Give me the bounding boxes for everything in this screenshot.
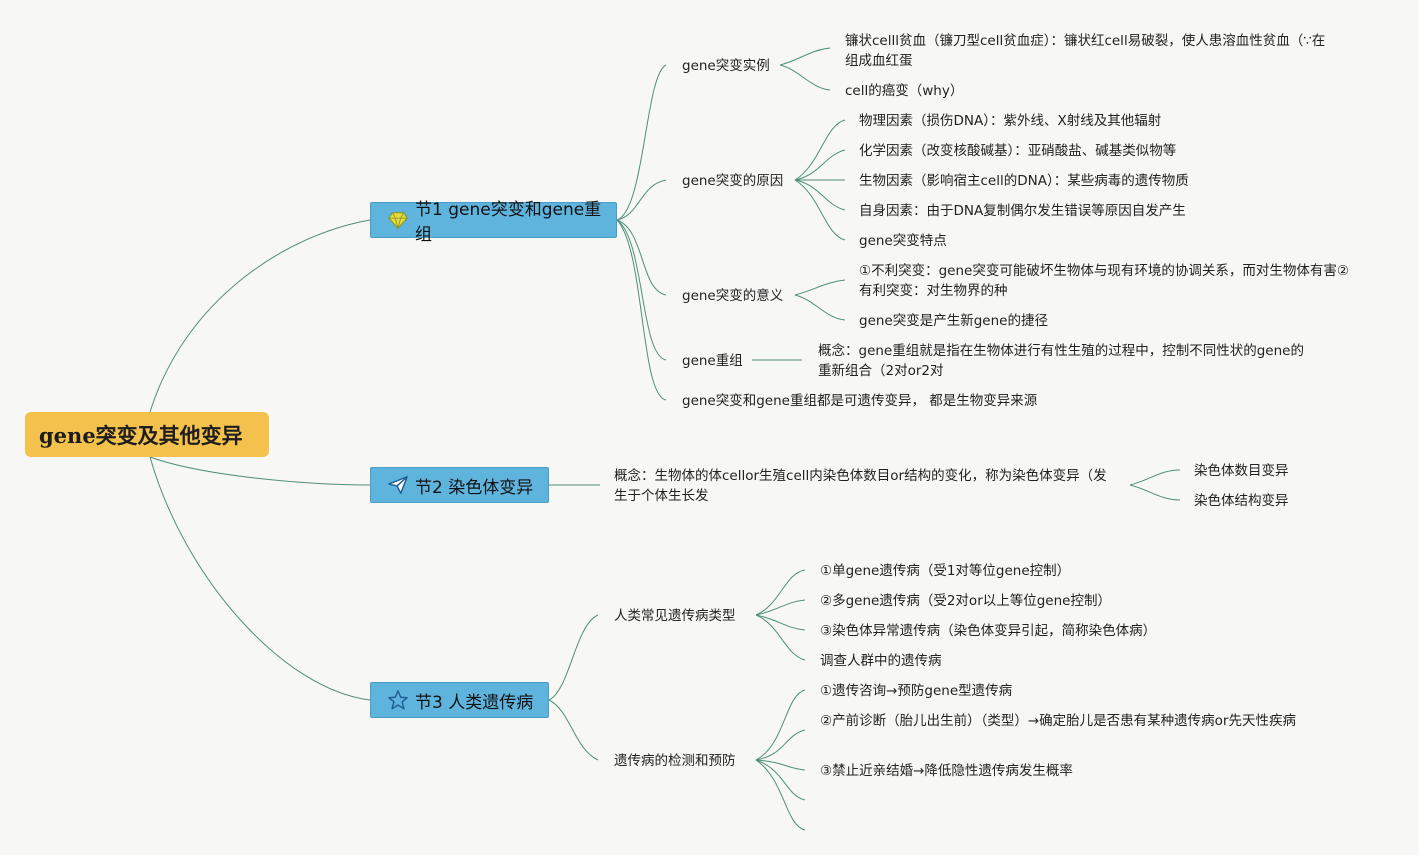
- chromosome-variation-concept[interactable]: 概念：生物体的体cellor生殖cell内染色体数目or结构的变化，称为染色体变…: [614, 468, 1107, 504]
- disease-prevention-topic[interactable]: 遗传病的检测和预防: [614, 753, 736, 769]
- gem-icon: [387, 209, 409, 231]
- root-topic-label: gene突变及其他变异: [39, 422, 243, 448]
- root-topic[interactable]: gene突变及其他变异: [25, 412, 269, 457]
- paper-plane-icon: [387, 474, 409, 496]
- sickle-cell-example[interactable]: 镰状celll贫血（镰刀型cell贫血症）：镰状红cell易破裂，使人患溶血性贫…: [845, 33, 1326, 69]
- new-gene-source[interactable]: gene突变是产生新gene的捷径: [859, 313, 1048, 329]
- consanguineous-marriage-ban[interactable]: ③禁止近亲结婚→降低隐性遗传病发生概率: [820, 763, 1073, 779]
- polygenic-disease[interactable]: ②多gene遗传病（受2对or以上等位gene控制）: [820, 593, 1111, 609]
- star-icon: [387, 689, 409, 711]
- mutation-meaning-topic[interactable]: gene突变的意义: [682, 288, 784, 304]
- cancer-example[interactable]: cell的癌变（why）: [845, 83, 964, 99]
- harmful-beneficial-mutation[interactable]: ①不利突变：gene突变可能破坏生物体与现有环境的协调关系，而对生物体有害②有利…: [859, 263, 1349, 299]
- biological-cause[interactable]: 生物因素（影响宿主cell的DNA）：某些病毒的遗传物质: [859, 173, 1189, 189]
- prenatal-diagnosis[interactable]: ②产前诊断（胎儿出生前）（类型）→确定胎儿是否患有某种遗传病or先天性疾病: [820, 713, 1296, 729]
- chemical-cause[interactable]: 化学因素（改变核酸碱基）：亚硝酸盐、碱基类似物等: [859, 143, 1177, 159]
- section-3-topic[interactable]: 节3 人类遗传病: [370, 682, 549, 718]
- section-3-label: 节3 人类遗传病: [415, 692, 534, 713]
- section-1-topic[interactable]: 节1 gene突变和gene重组: [370, 200, 617, 245]
- section-1-label: 节1 gene突变和gene重组: [415, 200, 602, 245]
- chromosome-structure-variation[interactable]: 染色体结构变异: [1194, 493, 1289, 509]
- disease-types-topic[interactable]: 人类常见遗传病类型: [614, 608, 736, 624]
- genetic-counseling[interactable]: ①遗传咨询→预防gene型遗传病: [820, 683, 1013, 699]
- recombination-concept[interactable]: 概念：gene重组就是指在生物体进行有性生殖的过程中，控制不同性状的gene的重…: [818, 343, 1304, 379]
- mutation-examples-topic[interactable]: gene突变实例: [682, 58, 770, 74]
- section-2-topic[interactable]: 节2 染色体变异: [370, 467, 549, 503]
- mutation-causes-topic[interactable]: gene突变的原因: [682, 173, 784, 189]
- gene-recombination-topic[interactable]: gene重组: [682, 353, 743, 369]
- mutation-features[interactable]: gene突变特点: [859, 233, 947, 249]
- section-2-label: 节2 染色体变异: [415, 477, 534, 498]
- chromosomal-disease[interactable]: ③染色体异常遗传病（染色体变异引起，简称染色体病）: [820, 623, 1157, 639]
- chromosome-number-variation[interactable]: 染色体数目变异: [1194, 463, 1289, 479]
- heritable-variation-summary[interactable]: gene突变和gene重组都是可遗传变异， 都是生物变异来源: [682, 393, 1038, 409]
- population-survey[interactable]: 调查人群中的遗传病: [820, 653, 942, 669]
- monogenic-disease[interactable]: ①单gene遗传病（受1对等位gene控制）: [820, 563, 1071, 579]
- spontaneous-cause[interactable]: 自身因素：由于DNA复制偶尔发生错误等原因自发产生: [859, 203, 1186, 219]
- physical-cause[interactable]: 物理因素（损伤DNA）：紫外线、X射线及其他辐射: [859, 113, 1162, 129]
